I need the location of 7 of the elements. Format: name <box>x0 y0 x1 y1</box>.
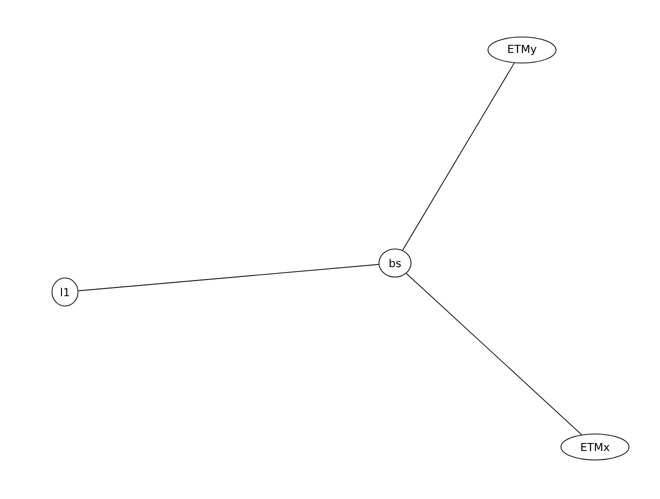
graph-node: l1 <box>52 278 78 306</box>
edge-line <box>406 273 582 436</box>
edge-line <box>78 264 380 292</box>
graph-node: bs <box>378 248 412 278</box>
graph-node: ETMy <box>488 36 556 64</box>
edge-line <box>402 62 515 251</box>
graph-node: ETMx <box>560 434 630 460</box>
